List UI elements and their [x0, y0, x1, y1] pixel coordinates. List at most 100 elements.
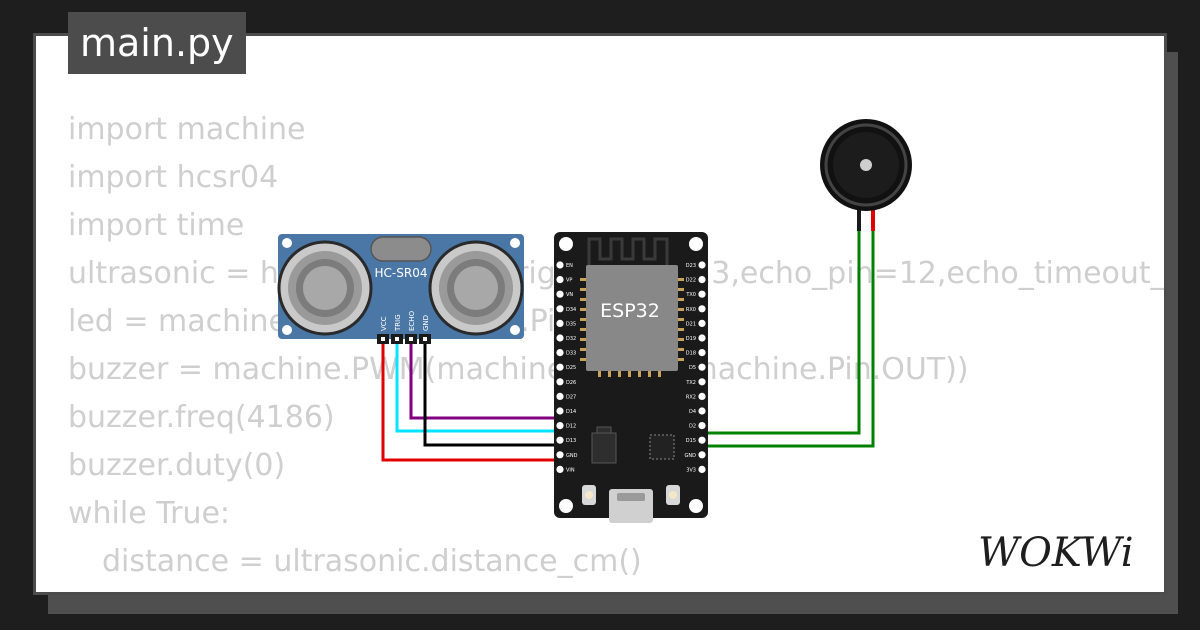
mount-hole [559, 499, 573, 513]
esp32-pin-d32[interactable] [556, 334, 564, 342]
transducer-left [277, 240, 373, 336]
mount-hole [559, 237, 573, 251]
esp32-pin-d15[interactable] [698, 436, 706, 444]
wire-trig [409, 340, 559, 420]
esp32-pin-d13[interactable] [556, 436, 564, 444]
esp32-pin-label: D34 [566, 307, 576, 313]
buzzer-lead-neg [857, 209, 861, 231]
wire-echo [395, 340, 559, 433]
esp32-pin-d23[interactable] [698, 261, 706, 269]
antenna-trace [587, 237, 669, 265]
esp32-left-pins: ENVPVND34D35D32D33D25D26D27D14D12D13GNDV… [556, 261, 578, 473]
mount-hole [282, 238, 292, 248]
esp32-pin-d4[interactable] [698, 407, 706, 415]
code-line: buzzer.duty(0) [68, 448, 286, 483]
module-castellations [580, 278, 684, 377]
esp32-pin-label: D35 [566, 321, 576, 327]
esp32-pin-d14[interactable] [556, 407, 564, 415]
esp32-pin-d12[interactable] [556, 422, 564, 430]
buzzer[interactable] [820, 119, 912, 231]
sensor-pin-label: ECHO [408, 310, 416, 331]
wire-buzzer-pos [700, 229, 875, 448]
code-line: while True: [68, 496, 231, 531]
esp32-pin-d5[interactable] [698, 363, 706, 371]
esp32-pin-d27[interactable] [556, 392, 564, 400]
wokwi-logo: WOKWi [978, 530, 1134, 574]
esp32-pin-d35[interactable] [556, 319, 564, 327]
hcsr04-sensor[interactable]: HC-SR04 VCC TRIG ECHO GND [277, 234, 524, 344]
sensor-label: HC-SR04 [375, 266, 428, 280]
esp32-pin-vn[interactable] [556, 290, 564, 298]
esp32-pin-d26[interactable] [556, 378, 564, 386]
wire-vcc [381, 340, 559, 462]
esp32-pin-label: D25 [566, 365, 576, 371]
code-line: import hcsr04 [68, 160, 279, 195]
esp32-pin-tx0[interactable] [698, 290, 706, 298]
circuit-diagram: HC-SR04 VCC TRIG ECHO GND [277, 119, 912, 523]
esp32-pin-label: D21 [686, 321, 696, 327]
esp32-pin-en[interactable] [556, 261, 564, 269]
esp32-pin-label: D4 [689, 409, 696, 415]
esp32-module-label: ESP32 [600, 300, 660, 322]
esp32-pin-label: D19 [686, 336, 696, 342]
code-line: buzzer.freq(4186) [68, 400, 335, 435]
esp32-pin-label: RX0 [686, 307, 696, 313]
esp32-pin-label: D26 [566, 380, 576, 386]
esp32-pin-d33[interactable] [556, 349, 564, 357]
voltage-regulator [591, 432, 617, 464]
esp32-pin-label: 3V3 [686, 467, 696, 473]
voltage-regulator-tab [596, 426, 612, 434]
code-line: import time [68, 208, 245, 243]
esp32-pin-label: D23 [686, 263, 696, 269]
esp32-pin-label: VP [566, 278, 572, 284]
wire-gnd [423, 340, 559, 447]
esp32-pin-label: D14 [566, 409, 576, 415]
esp32-pin-label: D5 [689, 365, 696, 371]
esp32-pin-vin[interactable] [556, 465, 564, 473]
buzzer-lead-pos [871, 209, 875, 231]
crystal-oscillator [370, 236, 432, 262]
esp32-pin-gnd[interactable] [556, 451, 564, 459]
esp32-pin-d22[interactable] [698, 276, 706, 284]
esp32-board[interactable]: ESP32 ENVPVND34D35D32D33D25D26D27D14D12D… [554, 232, 708, 523]
buzzer-sound-hole [860, 159, 872, 171]
usb-uart-chip [649, 434, 675, 460]
esp32-pin-d34[interactable] [556, 305, 564, 313]
esp32-pin-rx2[interactable] [698, 392, 706, 400]
esp32-pin-label: RX2 [686, 394, 696, 400]
en-button-cap [669, 491, 677, 499]
esp32-pin-tx2[interactable] [698, 378, 706, 386]
sensor-pin-label: VCC [380, 316, 388, 331]
esp32-pin-d19[interactable] [698, 334, 706, 342]
esp32-pin-d18[interactable] [698, 349, 706, 357]
wire-buzzer-neg [700, 229, 861, 435]
esp32-pin-d21[interactable] [698, 319, 706, 327]
esp32-pin-gnd[interactable] [698, 451, 706, 459]
esp32-pin-d2[interactable] [698, 422, 706, 430]
esp32-pin-label: GND [566, 453, 578, 459]
esp32-pin-label: VIN [566, 467, 575, 473]
file-name-tab[interactable]: main.py [68, 12, 246, 74]
esp32-pin-d25[interactable] [556, 363, 564, 371]
sensor-header-pins [377, 334, 431, 344]
esp32-pin-label: D15 [686, 438, 696, 444]
esp32-pin-label: D33 [566, 351, 576, 357]
code-line: distance = ultrasonic.distance_cm() [102, 544, 642, 579]
esp32-pin-label: D13 [566, 438, 576, 444]
esp32-pin-vp[interactable] [556, 276, 564, 284]
esp32-pin-label: GND [685, 453, 697, 459]
esp32-pin-label: D27 [566, 394, 576, 400]
mount-hole [510, 238, 520, 248]
code-line: import machine [68, 112, 306, 147]
esp32-right-pins: D23D22TX0RX0D21D19D18D5TX2RX2D4D2D15GND3… [685, 261, 706, 473]
project-preview-card: import machine import hcsr04 import time… [33, 33, 1167, 595]
mount-hole [689, 499, 703, 513]
transducer-right [428, 240, 524, 336]
esp32-pin-3v3[interactable] [698, 465, 706, 473]
wokwi-logo-text: WOKWi [978, 530, 1134, 574]
sensor-pin-label: TRIG [394, 314, 402, 332]
esp32-pin-label: D12 [566, 424, 576, 430]
buzzer-ring [824, 123, 908, 207]
esp32-pin-rx0[interactable] [698, 305, 706, 313]
usb-port-opening [617, 493, 645, 501]
